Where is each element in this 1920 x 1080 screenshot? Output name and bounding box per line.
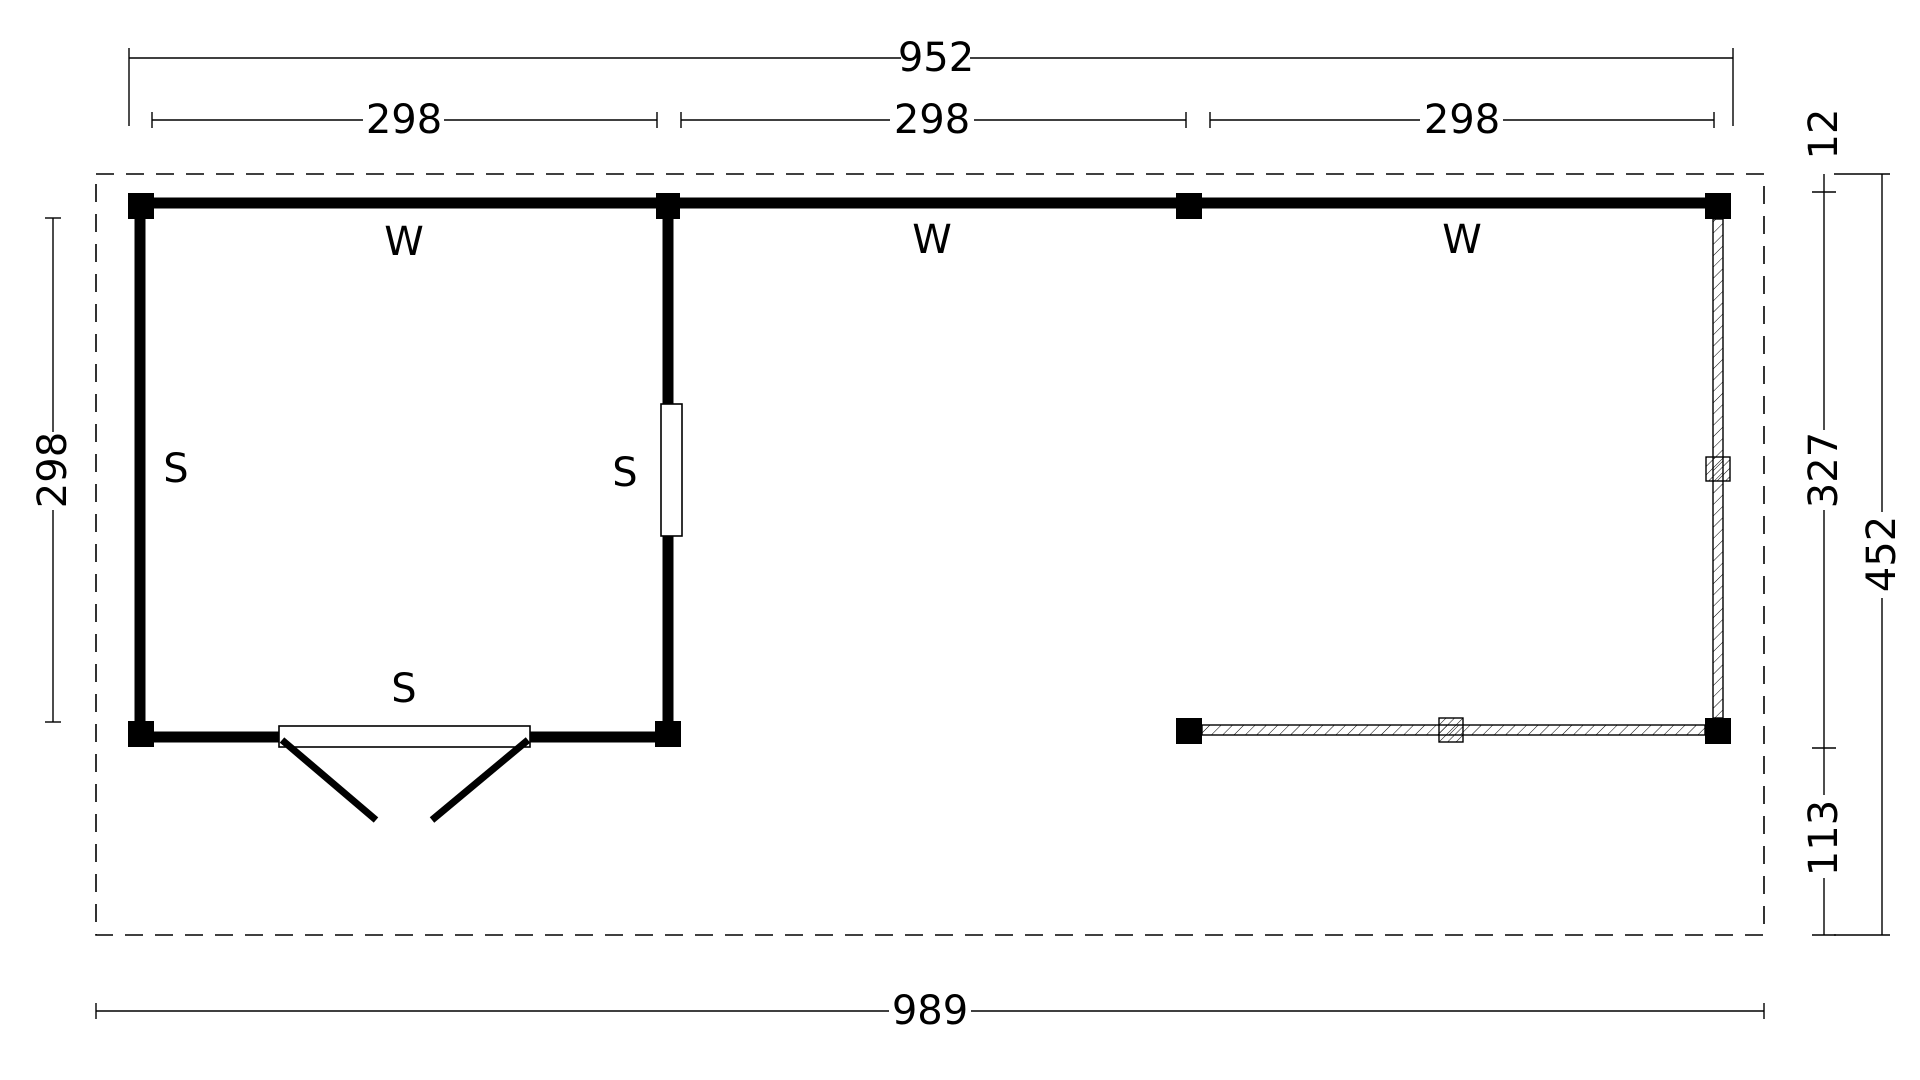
post-front-inner: [655, 721, 681, 747]
wall-labels: W W W S S S: [163, 217, 1481, 712]
hatched-railings: [1201, 218, 1731, 743]
post-back-left: [128, 193, 154, 219]
dimension-bay-1: 298: [151, 97, 658, 143]
double-door: [278, 725, 531, 823]
side-window: [660, 403, 683, 537]
door-leaf-right: [429, 737, 531, 823]
post-front-left: [128, 721, 154, 747]
side-label-front: S: [391, 666, 416, 712]
dimension-overall-width: 989: [95, 988, 1765, 1034]
side-label-left: S: [163, 446, 188, 492]
wall-label-1: W: [384, 219, 424, 265]
dimension-right-top-value: 12: [1801, 109, 1847, 160]
post-back-right: [1705, 193, 1731, 219]
post-back-middle: [1176, 193, 1202, 219]
posts: [128, 193, 1731, 747]
dimension-overall-width-value: 989: [892, 988, 968, 1034]
door-frame: [278, 725, 531, 748]
dimension-bay-3: 298: [1209, 97, 1715, 143]
side-label-inner: S: [612, 450, 637, 496]
dimension-total-width-value: 952: [898, 35, 974, 81]
post-front-middle: [1176, 718, 1202, 744]
dimension-right-chain: 12 327 113: [1801, 109, 1847, 936]
post-front-right: [1705, 718, 1731, 744]
dimension-right-total-value: 452: [1859, 516, 1905, 592]
wall-label-3: W: [1442, 217, 1482, 263]
dimension-right-middle-value: 327: [1801, 432, 1847, 508]
dimension-total-width: 952: [128, 35, 1734, 126]
dimension-right-bottom-value: 113: [1801, 800, 1847, 876]
walls: [134, 197, 1720, 743]
post-back-inner: [656, 193, 680, 219]
dimension-bay-2: 298: [680, 97, 1187, 143]
wall-label-2: W: [912, 217, 952, 263]
roof-outline: [95, 173, 1765, 936]
railing-post-right: [1705, 456, 1731, 482]
dimension-bay-3-value: 298: [1424, 97, 1500, 143]
railing-post-front: [1438, 717, 1464, 743]
door-leaf-left: [279, 737, 379, 823]
dimension-left-depth-value: 298: [30, 432, 76, 508]
dimension-right-total: 452: [1834, 173, 1905, 936]
dimension-bay-2-value: 298: [894, 97, 970, 143]
dimension-bay-1-value: 298: [366, 97, 442, 143]
dimension-left-depth: 298: [30, 217, 76, 723]
